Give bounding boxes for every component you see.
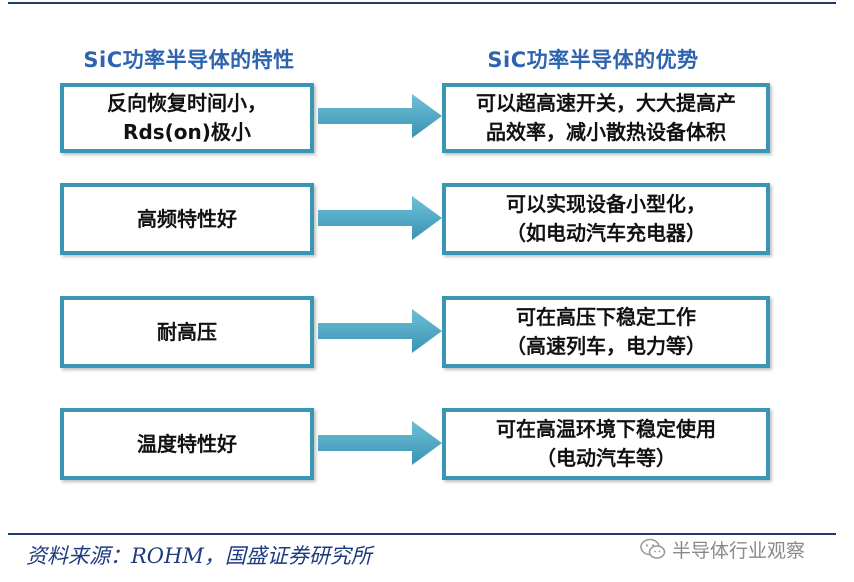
advantage-box-3: 可在高压下稳定工作 （高速列车，电力等） (442, 296, 770, 368)
wechat-icon (640, 538, 666, 559)
advantage-line: 可以超高速开关，大大提高产 (476, 91, 736, 115)
characteristic-box-1: 反向恢复时间小， Rds(on)极小 (60, 83, 314, 153)
source-rest: ，国盛证券研究所 (203, 544, 372, 568)
source-brand: ROHM (131, 544, 204, 568)
advantage-line: 可以实现设备小型化， (506, 192, 706, 216)
watermark-text: 半导体行业观察 (672, 539, 806, 562)
top-divider (8, 2, 836, 4)
advantage-box-1: 可以超高速开关，大大提高产 品效率，减小散热设备体积 (442, 83, 770, 153)
right-column-title: SiC功率半导体的优势 (487, 48, 699, 72)
right-arrow-icon (318, 94, 442, 138)
advantage-line: （高速列车，电力等） (506, 334, 706, 358)
advantage-line: 可在高压下稳定工作 (516, 305, 696, 329)
source-note: 资料来源：ROHM，国盛证券研究所 (26, 540, 372, 570)
advantage-line: （如电动汽车充电器） (506, 221, 706, 245)
advantage-line: （电动汽车等） (536, 446, 676, 470)
right-arrow-icon (318, 196, 442, 240)
characteristic-box-3: 耐高压 (60, 296, 314, 368)
advantage-line: 可在高温环境下稳定使用 (496, 417, 716, 441)
characteristic-box-2: 高频特性好 (60, 183, 314, 255)
characteristic-line: Rds(on)极小 (123, 120, 251, 144)
characteristic-line: 耐高压 (157, 319, 217, 344)
advantage-box-4: 可在高温环境下稳定使用 （电动汽车等） (442, 408, 770, 480)
bottom-divider (8, 533, 836, 535)
characteristic-line: 反向恢复时间小， (107, 91, 267, 115)
right-arrow-icon (318, 309, 442, 353)
left-column-title: SiC功率半导体的特性 (83, 48, 295, 72)
watermark: 半导体行业观察 (640, 533, 805, 565)
advantage-box-2: 可以实现设备小型化， （如电动汽车充电器） (442, 183, 770, 255)
source-prefix: 资料来源： (26, 544, 131, 568)
characteristic-line: 高频特性好 (137, 206, 237, 231)
right-arrow-icon (318, 421, 442, 465)
characteristic-line: 温度特性好 (137, 431, 237, 456)
characteristic-box-4: 温度特性好 (60, 408, 314, 480)
advantage-line: 品效率，减小散热设备体积 (486, 120, 726, 144)
